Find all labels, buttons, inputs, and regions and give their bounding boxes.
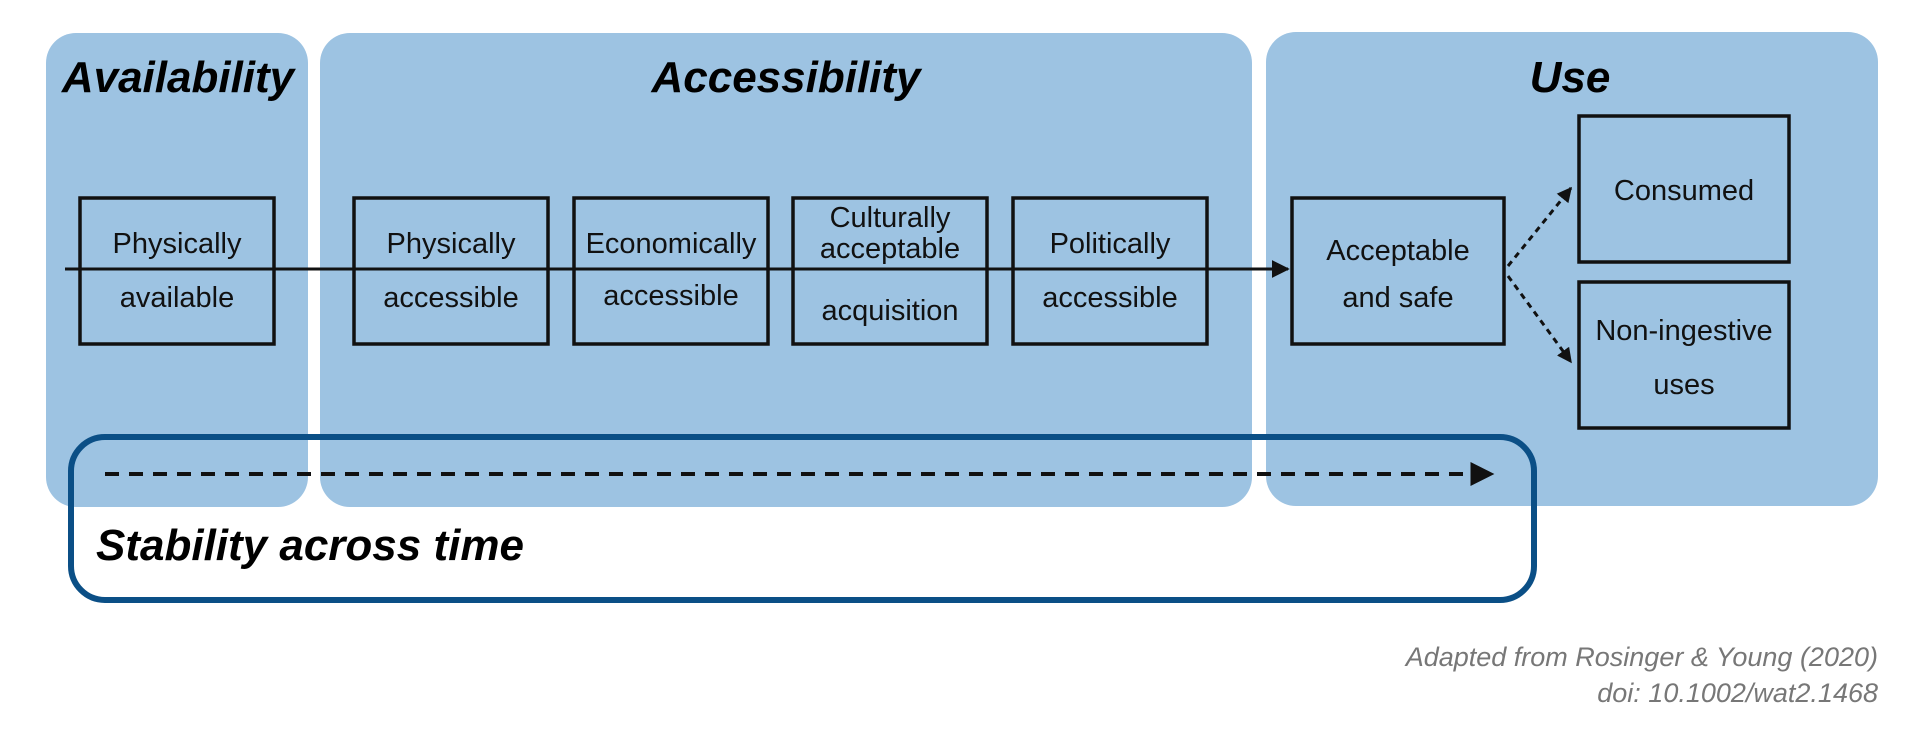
svg-text:accessible: accessible — [603, 280, 738, 312]
svg-text:uses: uses — [1653, 369, 1714, 401]
svg-text:available: available — [120, 282, 234, 314]
svg-text:acquisition: acquisition — [821, 295, 958, 327]
svg-text:Economically: Economically — [586, 228, 757, 260]
box-culturally-acceptable: Culturally acceptable acquisition — [791, 196, 989, 346]
svg-text:and safe: and safe — [1342, 282, 1453, 314]
svg-text:accessible: accessible — [1042, 282, 1177, 314]
arrow-to-non-ingestive — [1506, 275, 1573, 364]
stability-frame — [68, 434, 1537, 603]
box-physically-available: Physically available — [78, 196, 276, 346]
stability-title: Stability across time — [96, 521, 524, 570]
svg-text:Physically: Physically — [113, 228, 242, 260]
svg-text:Non-ingestive: Non-ingestive — [1595, 315, 1772, 347]
svg-text:Physically: Physically — [387, 228, 516, 260]
svg-text:Culturally: Culturally — [830, 202, 951, 234]
availability-title: Availability — [61, 53, 297, 102]
box-acceptable-safe: Acceptable and safe — [1290, 196, 1506, 346]
citation-line-1: Adapted from Rosinger & Young (2020) — [1404, 642, 1878, 672]
svg-text:Politically: Politically — [1050, 228, 1171, 260]
accessibility-title: Accessibility — [650, 53, 923, 102]
svg-text:accessible: accessible — [383, 282, 518, 314]
arrow-to-consumed — [1506, 186, 1573, 267]
citation-line-2: doi: 10.1002/wat2.1468 — [1597, 678, 1878, 708]
svg-text:Consumed: Consumed — [1614, 175, 1754, 207]
use-title: Use — [1530, 53, 1611, 102]
box-economically-accessible: Economically accessible — [572, 196, 770, 346]
box-non-ingestive-uses: Non-ingestive uses — [1577, 280, 1791, 430]
svg-text:Acceptable: Acceptable — [1326, 235, 1470, 267]
box-consumed: Consumed — [1577, 114, 1791, 264]
svg-text:acceptable: acceptable — [820, 233, 960, 265]
use-panel — [1266, 32, 1878, 506]
box-politically-accessible: Politically accessible — [1011, 196, 1209, 346]
box-physically-accessible: Physically accessible — [352, 196, 550, 346]
